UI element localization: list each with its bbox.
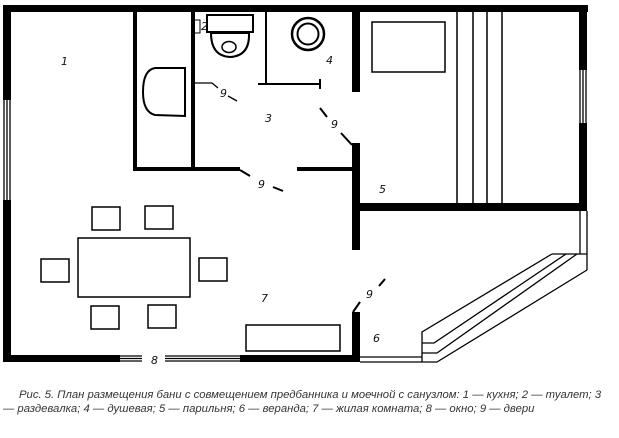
label-kitchen: 1 [61, 55, 68, 68]
doors [195, 82, 386, 313]
steam-room-bottom-wall [352, 203, 587, 211]
sauna-stove [371, 21, 446, 73]
window-left [3, 100, 11, 200]
label-door: 9 [220, 87, 227, 100]
label-living-room: 7 [261, 292, 268, 305]
veranda-steps [421, 253, 588, 363]
label-veranda: 6 [373, 332, 380, 345]
outer-wall-bottom-left [3, 355, 120, 362]
door-steam-room [319, 107, 328, 118]
label-changing-room: 3 [265, 112, 272, 125]
partition-bottom-right [297, 167, 355, 171]
label-door: 9 [366, 288, 373, 301]
outer-wall-right-lower [579, 123, 587, 211]
walls [3, 5, 588, 362]
shower-partition-end [319, 79, 321, 89]
toilet-seat-hole [221, 40, 237, 54]
outer-wall-right-upper [579, 5, 587, 70]
figure-caption: Рис. 5. План размещения бани с совмещени… [3, 389, 602, 415]
kitchen-sink [141, 67, 186, 118]
shower-tray-inner [296, 22, 320, 46]
partition-bottom-left [133, 167, 240, 171]
veranda-railing [360, 211, 588, 363]
outer-wall-left-upper [3, 5, 11, 100]
toilet-tank [206, 14, 254, 33]
chair [91, 206, 121, 231]
outer-wall-top [3, 5, 588, 12]
label-door: 9 [258, 178, 265, 191]
chair [144, 205, 174, 230]
label-steam-room: 5 [379, 183, 386, 196]
toilet-fixture [192, 19, 201, 34]
dining-table [77, 237, 191, 298]
toilet-wall [191, 12, 195, 167]
veranda-wall [352, 312, 360, 362]
chair [40, 258, 70, 283]
outer-wall-left-lower [3, 200, 11, 362]
window-bottom [120, 355, 240, 362]
floor-plan: 1 2 3 4 5 6 7 8 9 9 9 9 [3, 5, 588, 367]
label-shower: 4 [326, 54, 333, 67]
steam-wall-mid [352, 143, 360, 250]
steam-wall-upper [352, 12, 360, 92]
sofa [245, 324, 341, 352]
outer-wall-bottom-mid [240, 355, 355, 362]
chair [147, 304, 177, 329]
label-toilet: 2 [201, 20, 208, 33]
shower-partition [258, 83, 320, 85]
shower-tray-outer [290, 16, 326, 52]
chair [90, 305, 120, 330]
door-veranda [352, 301, 361, 313]
sauna-benches [456, 12, 503, 203]
door-toilet [195, 82, 219, 89]
window-right [579, 70, 587, 123]
kitchen-wall [133, 12, 137, 171]
shower-wall [265, 12, 267, 84]
toilet-bowl [209, 32, 251, 59]
label-window: 8 [151, 354, 158, 367]
chair [198, 257, 228, 282]
door-living-room [239, 169, 251, 177]
label-door: 9 [331, 118, 338, 131]
